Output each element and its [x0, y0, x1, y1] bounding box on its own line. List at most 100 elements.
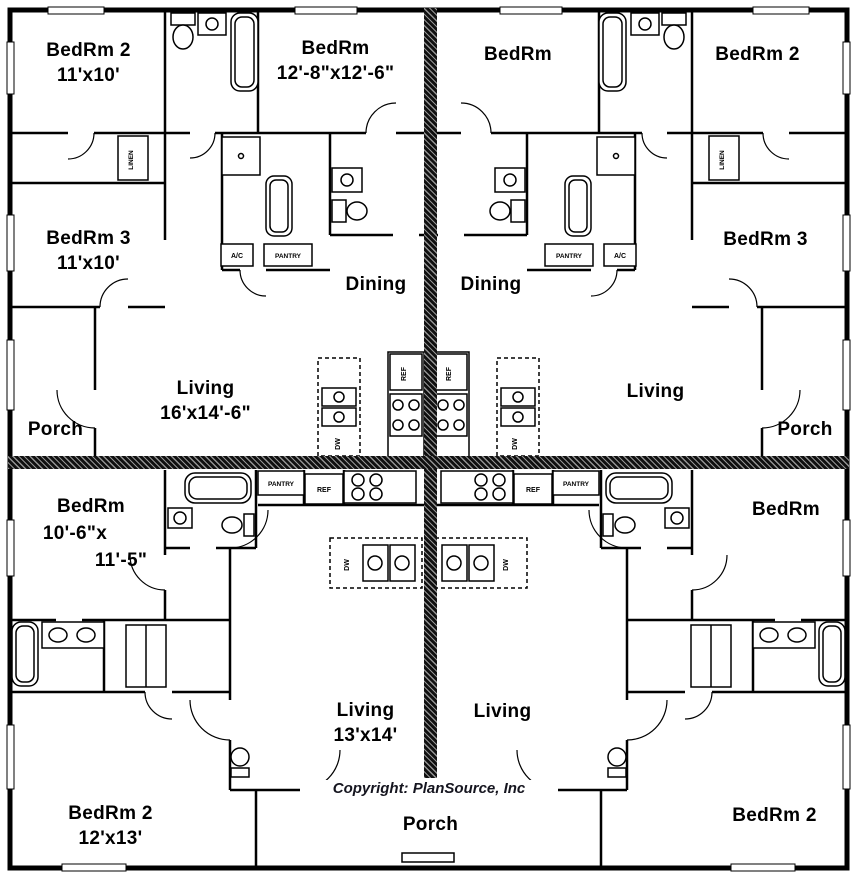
pantry: [263, 243, 313, 267]
room-label-dining-top-right: Dining: [460, 274, 522, 295]
party-wall-horizontal: [8, 456, 849, 469]
room-label-bedrm3-top-left: BedRm 3 11'x10': [16, 226, 161, 277]
room-dims: 16'x14'-6": [160, 403, 251, 425]
bathroom-sink: [494, 167, 526, 193]
room-name: Living: [336, 700, 395, 721]
room-dims: 12'-8"x12'-6": [276, 63, 395, 85]
kitchen-island: [434, 537, 528, 589]
room-dims: 12'x13': [78, 828, 143, 850]
ref-label: REF: [401, 366, 408, 381]
porch-step: [401, 852, 455, 863]
bathroom-sink: [664, 507, 690, 529]
linen-closet: [117, 135, 149, 181]
room-dims: 11'x10': [57, 65, 120, 87]
toilet: [230, 747, 250, 778]
room-name: Living: [176, 378, 235, 399]
linen-closet: [708, 135, 740, 181]
refrigerator: [304, 473, 344, 505]
ac-label: A/C: [614, 253, 626, 260]
pantry-label: PANTRY: [275, 253, 302, 260]
toilet: [331, 199, 368, 223]
kitchen-island: [329, 537, 423, 589]
double-vanity: [752, 621, 816, 649]
pantry: [552, 470, 600, 496]
room-label-bedrm-top-right: BedRm: [483, 44, 552, 65]
refrigerator: [389, 353, 423, 391]
toilet: [602, 513, 636, 537]
room-name: BedRm 2: [46, 40, 131, 61]
pantry-label: PANTRY: [268, 481, 295, 488]
room-label-porch-top-right: Porch: [777, 419, 833, 440]
stove: [389, 393, 423, 437]
room-name: BedRm 2: [68, 803, 153, 824]
ac-label: A/C: [231, 253, 243, 260]
ref-label: REF: [317, 487, 332, 494]
linen-label: LINEN: [719, 150, 726, 170]
room-dims-bedrm-bottom-left-1: 10'-6"x: [42, 523, 108, 544]
pantry: [257, 470, 305, 496]
stove: [434, 393, 468, 437]
room-name: BedRm: [301, 38, 370, 59]
toilet: [661, 12, 687, 50]
toilet: [489, 199, 526, 223]
refrigerator: [513, 473, 553, 505]
fixture-text-labels: LINEN LINEN A/C A/C PANTRY PANTRY PANTRY…: [128, 150, 726, 571]
door-arcs: [56, 102, 801, 791]
pantry-label: PANTRY: [563, 481, 590, 488]
kitchen-island: [317, 357, 361, 457]
room-label-bedrm2-bottom-right: BedRm 2: [732, 805, 817, 826]
windows: [6, 6, 851, 872]
toilet: [607, 747, 627, 778]
room-label-porch-bottom: Porch: [402, 814, 459, 835]
dw-label: DW: [512, 438, 519, 450]
room-dims: 11'x10': [57, 253, 120, 275]
bathtub: [11, 621, 39, 687]
room-dims: 13'x14': [333, 725, 398, 747]
cabinet: [125, 624, 167, 688]
room-label-bedrm3-top-right: BedRm 3: [723, 229, 808, 250]
room-label-porch-top-left: Porch: [27, 419, 84, 440]
copyright-text: Copyright: PlanSource, Inc: [300, 780, 558, 797]
toilet: [221, 513, 255, 537]
pantry: [544, 243, 594, 267]
room-label-bedrm2-top-left: BedRm 2 11'x10': [16, 38, 161, 89]
room-label-living-bottom-left: Living 13'x14': [293, 698, 438, 749]
party-wall-vertical-bottom: [424, 469, 437, 778]
bathtub: [818, 621, 846, 687]
double-vanity: [41, 621, 105, 649]
ac-unit: [220, 243, 254, 267]
shower: [221, 136, 261, 176]
room-label-bedrm-bottom-left: BedRm: [56, 496, 125, 517]
ac-unit: [603, 243, 637, 267]
bathtub: [265, 175, 293, 237]
bathtub: [184, 472, 252, 504]
bathroom-sink: [331, 167, 363, 193]
kitchen-island: [496, 357, 540, 457]
ref-label: REF: [446, 366, 453, 381]
bathroom-sink: [167, 507, 193, 529]
room-label-bedrm-top-left: BedRm 12'-8"x12'-6": [253, 36, 418, 87]
room-label-bedrm2-top-right: BedRm 2: [715, 44, 800, 65]
room-label-dining-top-left: Dining: [345, 274, 407, 295]
room-dims-bedrm-bottom-left-2: 11'-5": [94, 550, 148, 571]
room-label-living-top-right: Living: [626, 381, 685, 402]
linen-label: LINEN: [128, 150, 135, 170]
fixtures: [11, 12, 846, 863]
bathtub: [598, 12, 627, 92]
stove: [343, 470, 417, 504]
bathroom-sink: [630, 12, 660, 36]
party-wall-vertical-top: [424, 8, 437, 456]
dw-label: DW: [503, 559, 510, 571]
room-label-living-top-left: Living 16'x14'-6": [133, 376, 278, 427]
dw-label: DW: [335, 438, 342, 450]
stove: [440, 470, 514, 504]
pantry-label: PANTRY: [556, 253, 583, 260]
toilet: [170, 12, 196, 50]
cabinet: [690, 624, 732, 688]
bathtub: [230, 12, 259, 92]
dw-label: DW: [344, 559, 351, 571]
room-label-bedrm-bottom-right: BedRm: [751, 499, 820, 520]
bathtub: [605, 472, 673, 504]
